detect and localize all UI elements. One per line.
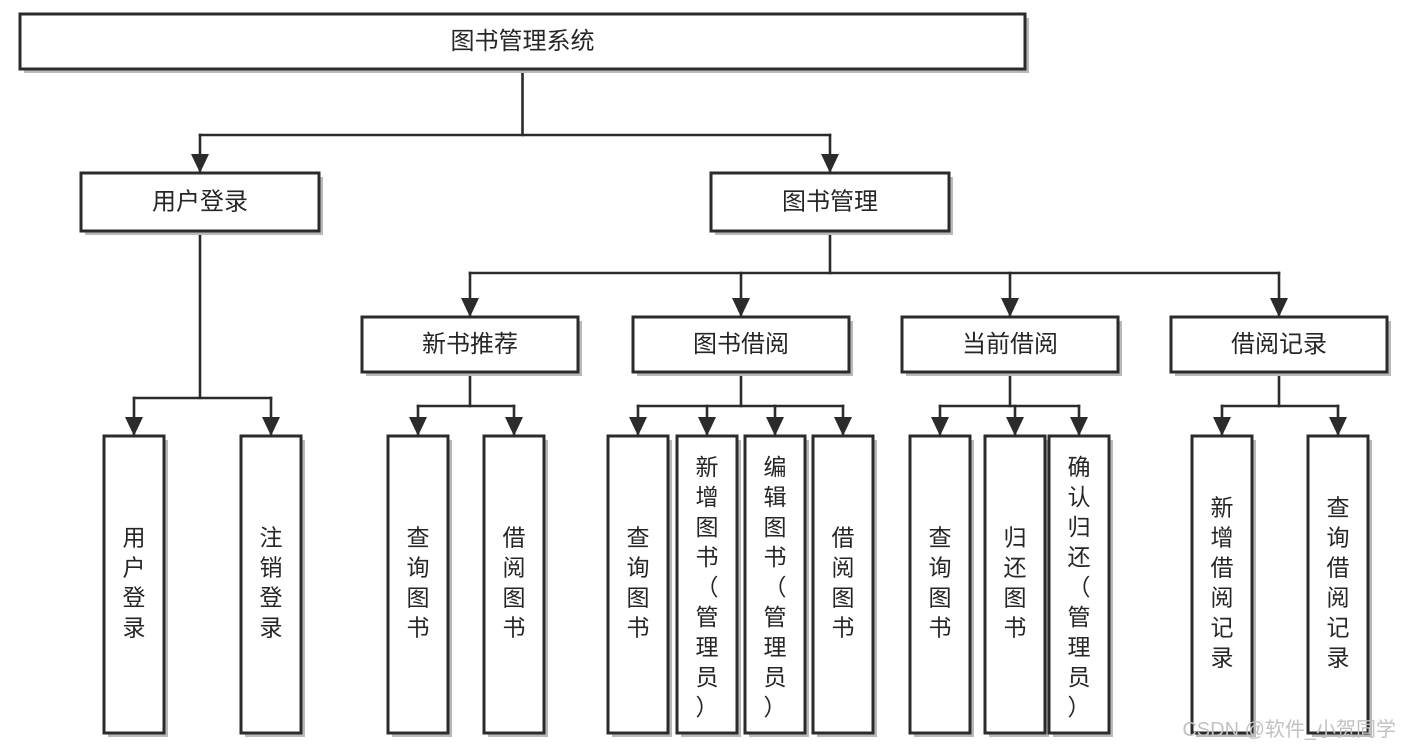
node-label: 借阅记录 [1231, 331, 1327, 358]
arrow-head-icon [1329, 417, 1347, 436]
node-leaf-logout-login[interactable]: 注销登录 [239, 434, 305, 737]
node-leaf-query-book-bor[interactable]: 查询图书 [606, 434, 672, 737]
arrow-head-icon [461, 298, 479, 317]
node-leaf-edit-book-admin[interactable]: 编辑图书（管理员） [743, 434, 809, 737]
node-label: 图书借阅 [693, 331, 789, 358]
node-leaf-confirm-return-admin[interactable]: 确认归还（管理员） [1047, 434, 1113, 737]
node-box[interactable] [811, 434, 875, 735]
node-box[interactable] [239, 434, 303, 735]
node-box[interactable] [79, 171, 321, 233]
node-label: 归还图书 [1004, 525, 1027, 641]
node-label: 新增借阅记录 [1211, 495, 1234, 671]
node-label: 借阅图书 [503, 525, 526, 641]
node-book-manage[interactable]: 图书管理 [709, 171, 953, 235]
arrow-head-icon [191, 154, 209, 173]
node-box[interactable] [102, 434, 166, 735]
node-label: 用户登录 [152, 188, 248, 215]
arrow-head-icon [834, 417, 852, 436]
node-borrow-record[interactable]: 借阅记录 [1169, 315, 1391, 376]
arrow-head-icon [931, 417, 949, 436]
connector-layer [125, 67, 1347, 437]
node-leaf-query-book-rec[interactable]: 查询图书 [386, 434, 452, 737]
node-box[interactable] [1169, 315, 1389, 374]
node-book-borrow[interactable]: 图书借阅 [631, 315, 853, 376]
node-box[interactable] [386, 434, 450, 735]
node-box[interactable] [1306, 434, 1370, 735]
node-leaf-add-book-admin[interactable]: 新增图书（管理员） [675, 434, 741, 737]
arrow-head-icon [766, 417, 784, 436]
node-box[interactable] [631, 315, 851, 374]
node-label: 确认归还（管理员） [1068, 454, 1091, 720]
node-root-root[interactable]: 图书管理系统 [18, 12, 1029, 73]
node-leaf-borrow-book-bor[interactable]: 借阅图书 [811, 434, 877, 737]
node-box[interactable] [983, 434, 1047, 735]
node-box[interactable] [482, 434, 546, 735]
arrow-head-icon [732, 298, 750, 317]
arrow-head-icon [1006, 417, 1024, 436]
arrow-head-icon [821, 154, 839, 173]
node-label: 查询图书 [929, 525, 952, 641]
node-layer: 图书管理系统用户登录图书管理新书推荐图书借阅当前借阅借阅记录用户登录注销登录查询… [18, 12, 1391, 737]
node-label: 图书管理系统 [451, 28, 595, 55]
node-box[interactable] [18, 12, 1027, 71]
csdn-watermark: CSDN @软件_小贺同学 [1182, 718, 1396, 741]
node-leaf-add-borrow-record[interactable]: 新增借阅记录 [1190, 434, 1256, 737]
node-leaf-query-book-cur[interactable]: 查询图书 [908, 434, 974, 737]
node-box[interactable] [1190, 434, 1254, 735]
node-box[interactable] [908, 434, 972, 735]
arrow-head-icon [1213, 417, 1231, 436]
arrow-head-icon [1001, 298, 1019, 317]
node-label: 图书管理 [782, 188, 878, 215]
node-box[interactable] [606, 434, 670, 735]
arrow-head-icon [698, 417, 716, 436]
arrow-head-icon [125, 417, 143, 436]
node-label: 查询图书 [627, 525, 650, 641]
node-box[interactable] [709, 171, 951, 233]
node-leaf-query-borrow-record[interactable]: 查询借阅记录 [1306, 434, 1372, 737]
node-leaf-borrow-book-rec[interactable]: 借阅图书 [482, 434, 548, 737]
arrow-head-icon [1070, 417, 1088, 436]
node-label: 新书推荐 [422, 331, 518, 358]
node-label: 查询借阅记录 [1327, 495, 1350, 671]
node-label: 借阅图书 [832, 525, 855, 641]
node-label: 新增图书（管理员） [696, 454, 719, 720]
node-label: 注销登录 [260, 525, 283, 641]
node-label: 编辑图书（管理员） [764, 454, 787, 720]
node-box[interactable] [360, 315, 580, 374]
node-current-borrow[interactable]: 当前借阅 [900, 315, 1122, 376]
node-leaf-user-login[interactable]: 用户登录 [102, 434, 168, 737]
node-label: 用户登录 [123, 525, 146, 641]
arrow-head-icon [629, 417, 647, 436]
node-label: 查询图书 [407, 525, 430, 641]
node-box[interactable] [1047, 434, 1111, 735]
node-leaf-return-book[interactable]: 归还图书 [983, 434, 1049, 737]
node-new-book-recommend[interactable]: 新书推荐 [360, 315, 582, 376]
node-box[interactable] [675, 434, 739, 735]
arrow-head-icon [409, 417, 427, 436]
node-box[interactable] [900, 315, 1120, 374]
arrow-head-icon [1270, 298, 1288, 317]
node-user-login[interactable]: 用户登录 [79, 171, 323, 235]
arrow-head-icon [262, 417, 280, 436]
node-label: 当前借阅 [962, 331, 1058, 358]
arrow-head-icon [505, 417, 523, 436]
node-box[interactable] [743, 434, 807, 735]
